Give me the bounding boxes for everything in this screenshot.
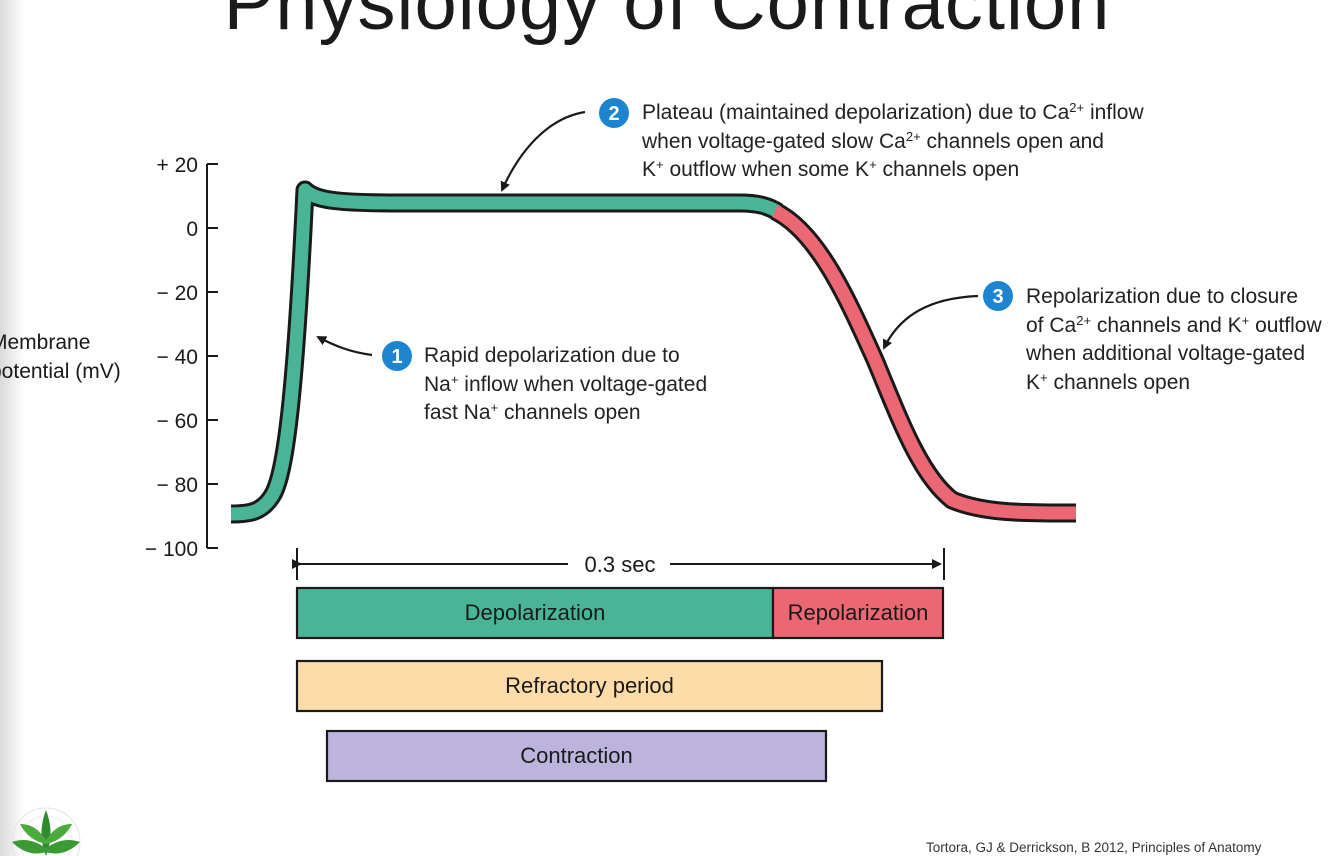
contraction-bar <box>325 729 828 783</box>
y-tick-label: − 60 <box>157 410 198 433</box>
annotation-line: when additional voltage-gated <box>1026 342 1306 365</box>
annotation-line: of Ca2+ channels and K+ outflow <box>1026 312 1322 337</box>
action-potential-curve <box>230 180 1077 524</box>
annotation-line: when voltage-gated slow Ca2+ channels op… <box>642 128 1104 153</box>
contraction-label: Contraction <box>520 743 633 768</box>
badge-3: 3 <box>983 281 1013 311</box>
annotation-line: fast Na+ channels open <box>424 399 641 424</box>
y-tick-label: − 100 <box>145 538 198 561</box>
depolarization-label: Depolarization <box>464 600 606 625</box>
y-tick-label: + 20 <box>157 154 198 177</box>
duration-label: 0.3 sec <box>585 552 656 577</box>
annotation-arrows <box>316 110 979 357</box>
svg-text:2: 2 <box>608 103 619 125</box>
refractory-period-label: Refractory period <box>505 673 674 698</box>
badge-2: 2 <box>599 98 629 128</box>
y-tick-label: 0 <box>186 218 198 241</box>
y-axis <box>206 163 218 549</box>
y-axis-title-line2: potential (mV) <box>0 360 121 383</box>
citation: Tortora, GJ & Derrickson, B 2012, Princi… <box>926 840 1262 855</box>
annotation-3: Repolarization due to closure of Ca2+ ch… <box>1026 283 1322 397</box>
slide-title: Physiology of Contraction <box>223 0 1111 46</box>
annotation-1: Rapid depolarization due to Na+ inflow w… <box>424 342 707 428</box>
refractory-period-bar <box>295 659 884 713</box>
y-tick-label: − 20 <box>157 282 198 305</box>
y-axis-title: Membrane potential (mV) <box>0 328 121 386</box>
svg-text:1: 1 <box>391 346 402 368</box>
annotation-line: Repolarization due to closure <box>1026 285 1298 308</box>
y-tick-label: − 80 <box>157 474 198 497</box>
y-tick-label: − 40 <box>157 346 198 369</box>
y-axis-title-line1: Membrane <box>0 331 91 354</box>
duration-dimension <box>292 548 945 580</box>
annotation-line: Na+ inflow when voltage-gated <box>424 371 708 396</box>
badge-1: 1 <box>382 341 412 371</box>
annotation-line: Rapid depolarization due to <box>424 344 680 367</box>
annotation-line: K+ channels open <box>1026 369 1191 394</box>
repolarization-label: Repolarization <box>787 600 929 625</box>
annotation-line: K+ outflow when some K+ channels open <box>642 156 1020 181</box>
left-edge-shadow <box>0 0 24 856</box>
annotation-2: Plateau (maintained depolarization) due … <box>642 99 1144 185</box>
leaf-logo <box>11 807 81 856</box>
annotation-line: Plateau (maintained depolarization) due … <box>642 99 1144 124</box>
svg-text:3: 3 <box>992 286 1003 308</box>
depolarization-bar <box>295 586 775 640</box>
repolarization-bar <box>771 586 945 640</box>
